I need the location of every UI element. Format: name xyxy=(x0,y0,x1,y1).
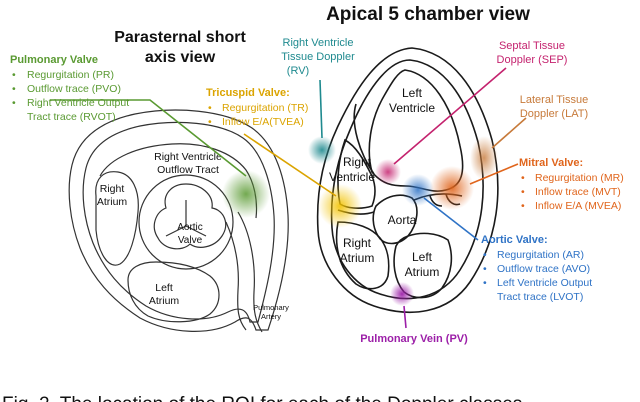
apical-aorta-label: Aorta xyxy=(388,213,417,227)
rv-doppler-leader xyxy=(319,79,323,139)
ps-aortic-valve-line1: Aortic xyxy=(177,222,203,233)
pv-item-2: Outflow trace (PVO) xyxy=(27,83,121,95)
aortic-title: Aortic Valve: xyxy=(481,234,548,246)
lateral-line2: Doppler (LAT) xyxy=(520,108,588,120)
pulmonary-valve-roi xyxy=(222,170,270,218)
av-bullet-1: • xyxy=(483,249,487,261)
ps-left-atrium-line2: Atrium xyxy=(149,295,180,307)
apical-left-ventricle-line1: Left xyxy=(402,86,423,100)
tr-item-2: Inflow E/A(TVEA) xyxy=(222,116,304,128)
rvot-label-line2: Outflow Tract xyxy=(157,164,219,176)
pv-bullet-2: • xyxy=(12,83,16,95)
ps-pulmonary-artery-line2: Artery xyxy=(261,312,281,321)
apical-left-atrium-line2: Atrium xyxy=(405,265,440,279)
mv-bullet-2: • xyxy=(521,186,525,198)
rvot-label-line1: Right Ventricle xyxy=(154,151,222,163)
mitral-leader xyxy=(469,163,519,185)
apical-right-atrium-line2: Atrium xyxy=(340,251,375,265)
aortic-leader xyxy=(423,197,479,241)
rv-tissue-doppler-roi xyxy=(308,136,336,164)
septal-line2: Doppler (SEP) xyxy=(497,54,568,66)
lateral-tissue-doppler-roi xyxy=(470,136,498,180)
pulmonary-vein-title: Pulmonary Vein (PV) xyxy=(360,333,468,345)
parasternal-title-line2: axis view xyxy=(145,49,216,66)
ps-pulmonary-artery-line1: Pulmonary xyxy=(253,303,289,312)
apical-right-ventricle-line2: Ventricle xyxy=(329,170,375,184)
mv-bullet-3: • xyxy=(521,200,525,212)
apical-view-title: Apical 5 chamber view xyxy=(326,4,530,25)
pv-item-3: Right Ventricle Output xyxy=(27,97,129,109)
tricuspid-valve-roi xyxy=(318,184,362,228)
apical-left-ventricle-line2: Ventricle xyxy=(389,101,435,115)
tr-bullet-2: • xyxy=(208,116,212,128)
parasternal-title-line1: Parasternal short xyxy=(114,29,246,46)
septal-tissue-doppler-roi xyxy=(375,159,401,185)
aortic-valve-roi xyxy=(402,174,434,206)
figure-caption: Fig. 2. The location of the ROI for each… xyxy=(2,394,522,402)
septal-leader xyxy=(393,67,507,165)
lateral-line1: Lateral Tissue xyxy=(520,94,588,106)
pulmonary-valve-title: Pulmonary Valve xyxy=(10,54,98,66)
apical-left-atrium-line1: Left xyxy=(412,250,433,264)
rv-doppler-line1: Right Ventricle xyxy=(283,37,354,49)
ps-right-atrium-line1: Right xyxy=(100,183,125,195)
av-item-4: Tract trace (LVOT) xyxy=(497,291,583,303)
tr-item-1: Regurgitation (TR) xyxy=(222,102,308,114)
av-item-2: Outflow trace (AVO) xyxy=(497,263,590,275)
tricuspid-leader xyxy=(243,133,337,197)
av-bullet-2: • xyxy=(483,263,487,275)
mv-item-3: Inflow E/A (MVEA) xyxy=(535,200,621,212)
pv-bullet-1: • xyxy=(12,69,16,81)
ps-right-atrium-line2: Atrium xyxy=(97,196,128,208)
apical-right-atrium-line1: Right xyxy=(343,236,372,250)
lateral-leader xyxy=(491,117,527,149)
pulmonary-vein-roi xyxy=(390,282,414,306)
parasternal-outline xyxy=(68,109,289,333)
rv-doppler-line2: Tissue Doppler xyxy=(281,51,355,63)
septal-line1: Septal Tissue xyxy=(499,40,565,52)
rv-doppler-line3: (RV) xyxy=(287,65,309,77)
av-item-3: Left Ventricle Output xyxy=(497,277,592,289)
av-bullet-3: • xyxy=(483,277,487,289)
pv-item-4: Tract trace (RVOT) xyxy=(27,111,116,123)
pulmonary-valve-leader xyxy=(50,99,247,177)
av-item-1: Regurgitation (AR) xyxy=(497,249,584,261)
mitral-title: Mitral Valve: xyxy=(519,157,583,169)
mv-bullet-1: • xyxy=(521,172,525,184)
mv-item-2: Inflow trace (MVT) xyxy=(535,186,621,198)
ps-left-atrium-line1: Left xyxy=(155,282,173,294)
mitral-valve-roi xyxy=(430,166,474,210)
pv-item-1: Regurgitation (PR) xyxy=(27,69,114,81)
pulmonary-vein-leader xyxy=(403,305,407,329)
ps-aortic-valve-line2: Valve xyxy=(178,235,203,246)
mv-item-1: Regurgitation (MR) xyxy=(535,172,624,184)
apical-right-ventricle-line1: Right xyxy=(343,155,372,169)
tricuspid-title: Tricuspid Valve: xyxy=(206,87,290,99)
pv-bullet-3: • xyxy=(12,97,16,109)
tr-bullet-1: • xyxy=(208,102,212,114)
